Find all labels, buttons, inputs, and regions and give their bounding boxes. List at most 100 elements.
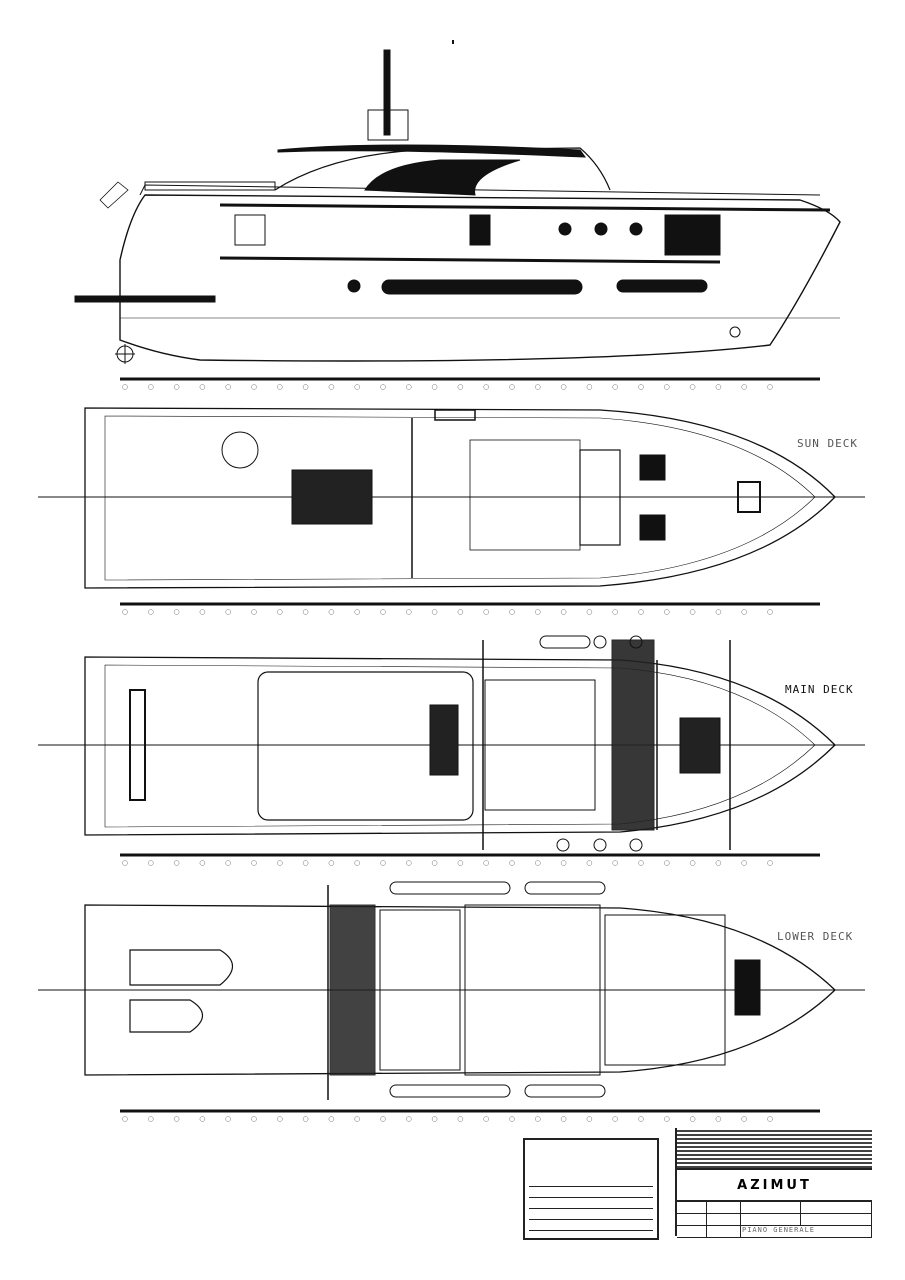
- frame-marker: [431, 1116, 438, 1122]
- frame-marker: [483, 609, 489, 615]
- frame-marker: [173, 860, 180, 866]
- frame-marker: [483, 1116, 489, 1122]
- frame-marker: [251, 384, 257, 390]
- frame-marker: [148, 860, 154, 866]
- legend-table: [523, 1138, 659, 1240]
- frame-marker: [612, 384, 618, 390]
- title-block: AZIMUT PIANO GENERALE: [675, 1128, 872, 1238]
- frame-marker: [612, 609, 618, 615]
- frame-marker: [689, 609, 696, 615]
- frame-marker: [148, 609, 154, 615]
- frame-marker: [638, 384, 644, 390]
- title-block-cells: PIANO GENERALE: [677, 1202, 872, 1238]
- frame-marker: [767, 1116, 773, 1122]
- frame-scale-bars: [120, 377, 820, 1122]
- frame-marker: [586, 384, 593, 390]
- frame-marker: [122, 609, 128, 615]
- frame-marker: [664, 1116, 670, 1122]
- frame-marker: [715, 609, 722, 615]
- frame-marker: [302, 609, 309, 615]
- lower-deck-label: LOWER DECK: [777, 930, 854, 943]
- frame-marker: [225, 609, 231, 615]
- frame-marker: [638, 860, 644, 866]
- profile-view: [74, 40, 841, 364]
- frame-marker: [535, 609, 541, 615]
- frame-marker: [199, 384, 206, 390]
- frame-marker: [406, 609, 412, 615]
- frame-marker: [225, 860, 231, 866]
- frame-marker: [251, 860, 257, 866]
- frame-marker: [328, 609, 335, 615]
- frame-marker: [173, 1116, 180, 1122]
- frame-marker: [535, 384, 541, 390]
- frame-marker: [199, 609, 206, 615]
- frame-marker: [431, 384, 438, 390]
- frame-marker: [199, 860, 206, 866]
- frame-marker: [328, 860, 335, 866]
- frame-marker: [277, 609, 283, 615]
- frame-marker: [277, 860, 283, 866]
- frame-marker: [328, 1116, 335, 1122]
- frame-marker: [354, 860, 360, 866]
- frame-marker: [767, 384, 773, 390]
- frame-marker: [406, 384, 412, 390]
- frame-marker: [380, 1116, 386, 1122]
- frame-marker: [638, 609, 644, 615]
- frame-marker: [354, 1116, 360, 1122]
- revision-table: [677, 1128, 872, 1168]
- frame-marker: [277, 384, 283, 390]
- frame-marker: [767, 609, 773, 615]
- frame-marker: [560, 609, 567, 615]
- frame-marker: [199, 1116, 206, 1122]
- frame-marker: [586, 1116, 593, 1122]
- frame-marker: [509, 1116, 515, 1122]
- frame-marker: [354, 609, 360, 615]
- frame-marker: [122, 860, 128, 866]
- frame-marker: [767, 860, 773, 866]
- frame-marker: [560, 860, 567, 866]
- frame-marker: [277, 1116, 283, 1122]
- frame-marker: [431, 609, 438, 615]
- frame-marker: [302, 1116, 309, 1122]
- main-deck-label: MAIN DECK: [785, 683, 854, 696]
- frame-marker: [535, 1116, 541, 1122]
- frame-marker: [225, 1116, 231, 1122]
- frame-marker: [586, 609, 593, 615]
- frame-marker: [380, 384, 386, 390]
- frame-marker: [302, 384, 309, 390]
- frame-marker: [612, 860, 618, 866]
- sun-deck-label: SUN DECK: [797, 437, 858, 450]
- frame-marker: [354, 384, 360, 390]
- frame-marker: [173, 384, 180, 390]
- frame-marker: [689, 1116, 696, 1122]
- frame-marker: [689, 860, 696, 866]
- frame-marker: [715, 860, 722, 866]
- frame-marker: [535, 860, 541, 866]
- frame-marker: [741, 384, 747, 390]
- frame-marker: [560, 384, 567, 390]
- drawing-title: PIANO GENERALE: [741, 1226, 872, 1238]
- brand-logo: AZIMUT: [677, 1168, 872, 1202]
- frame-marker: [509, 860, 515, 866]
- frame-marker: [638, 1116, 644, 1122]
- frame-marker: [122, 1116, 128, 1122]
- frame-marker: [457, 1116, 464, 1122]
- frame-marker: [664, 860, 670, 866]
- frame-marker: [483, 860, 489, 866]
- frame-marker: [251, 1116, 257, 1122]
- main-deck-plan: [38, 635, 865, 852]
- frame-marker: [741, 609, 747, 615]
- frame-marker: [122, 384, 128, 390]
- frame-marker: [380, 860, 386, 866]
- frame-marker: [560, 1116, 567, 1122]
- frame-marker: [612, 1116, 618, 1122]
- frame-marker: [509, 609, 515, 615]
- frame-marker: [457, 384, 464, 390]
- frame-marker: [509, 384, 515, 390]
- frame-marker: [715, 384, 722, 390]
- frame-marker: [586, 860, 593, 866]
- frame-marker: [664, 384, 670, 390]
- lower-deck-plan: [38, 881, 865, 1100]
- frame-marker: [741, 1116, 747, 1122]
